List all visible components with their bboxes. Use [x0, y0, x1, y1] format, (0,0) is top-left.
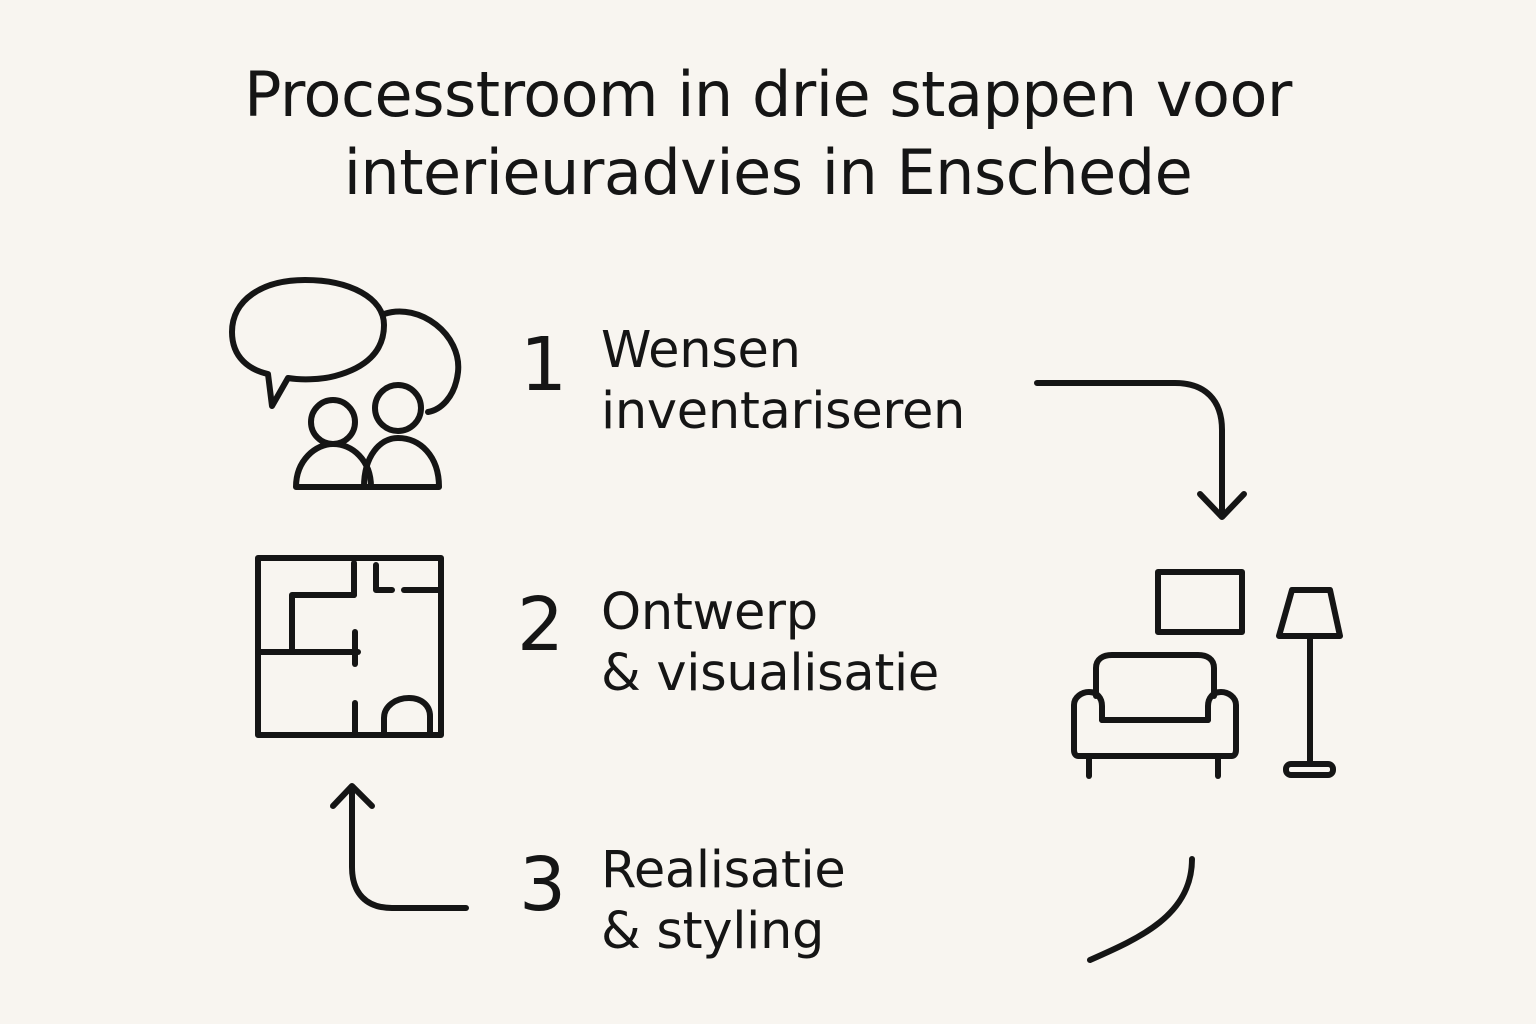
speech-bubble-front-icon	[229, 277, 387, 409]
step-1-label: Wensen inventariseren	[601, 320, 965, 442]
step-2-label-line-2: & visualisatie	[601, 644, 939, 703]
floor-lamp-base-icon	[1283, 761, 1336, 778]
conversation-icon	[229, 277, 462, 490]
armchair-left-arm-icon	[1071, 689, 1105, 759]
step-1-number: 1	[520, 322, 568, 408]
person-left-head-icon	[308, 397, 358, 447]
diagram-title: Processtroom in drie stappen voor interi…	[0, 56, 1536, 212]
person-right-head-icon	[372, 382, 424, 434]
floorplan-icon	[255, 555, 444, 738]
flow-arrow-1-to-2	[1034, 380, 1247, 520]
floorplan-outer-wall-icon	[255, 555, 444, 738]
armchair-right-arm-icon	[1205, 689, 1239, 759]
step-3-label-line-2: & styling	[601, 902, 825, 961]
step-2-number: 2	[517, 582, 565, 668]
furniture-icon	[1071, 569, 1343, 779]
arrow-head-down-icon	[1197, 491, 1247, 520]
step-3-label-line-1: Realisatie	[601, 841, 846, 900]
floor-lamp-shade-icon	[1276, 587, 1343, 639]
armchair-back-icon	[1093, 652, 1217, 699]
title-line-2: interieuradvies in Enschede	[343, 136, 1193, 209]
arrow-head-up-icon	[330, 783, 375, 809]
flow-arc-2-to-3	[1087, 856, 1195, 963]
speech-bubble-back-icon	[381, 308, 462, 415]
step-3-label: Realisatie & styling	[601, 840, 846, 962]
flow-arrow-3-to-1	[330, 783, 469, 911]
person-right-body-icon	[361, 435, 442, 490]
step-1-label-line-1: Wensen	[601, 321, 801, 380]
floorplan-door-icon	[381, 695, 433, 738]
wall-frame-icon	[1155, 569, 1245, 635]
person-left-body-icon	[293, 441, 374, 490]
step-2-label: Ontwerp & visualisatie	[601, 582, 939, 704]
step-3-number: 3	[519, 842, 567, 928]
title-line-1: Processtroom in drie stappen voor	[244, 58, 1292, 131]
step-1-label-line-2: inventariseren	[601, 382, 966, 441]
step-2-label-line-1: Ontwerp	[601, 583, 818, 642]
